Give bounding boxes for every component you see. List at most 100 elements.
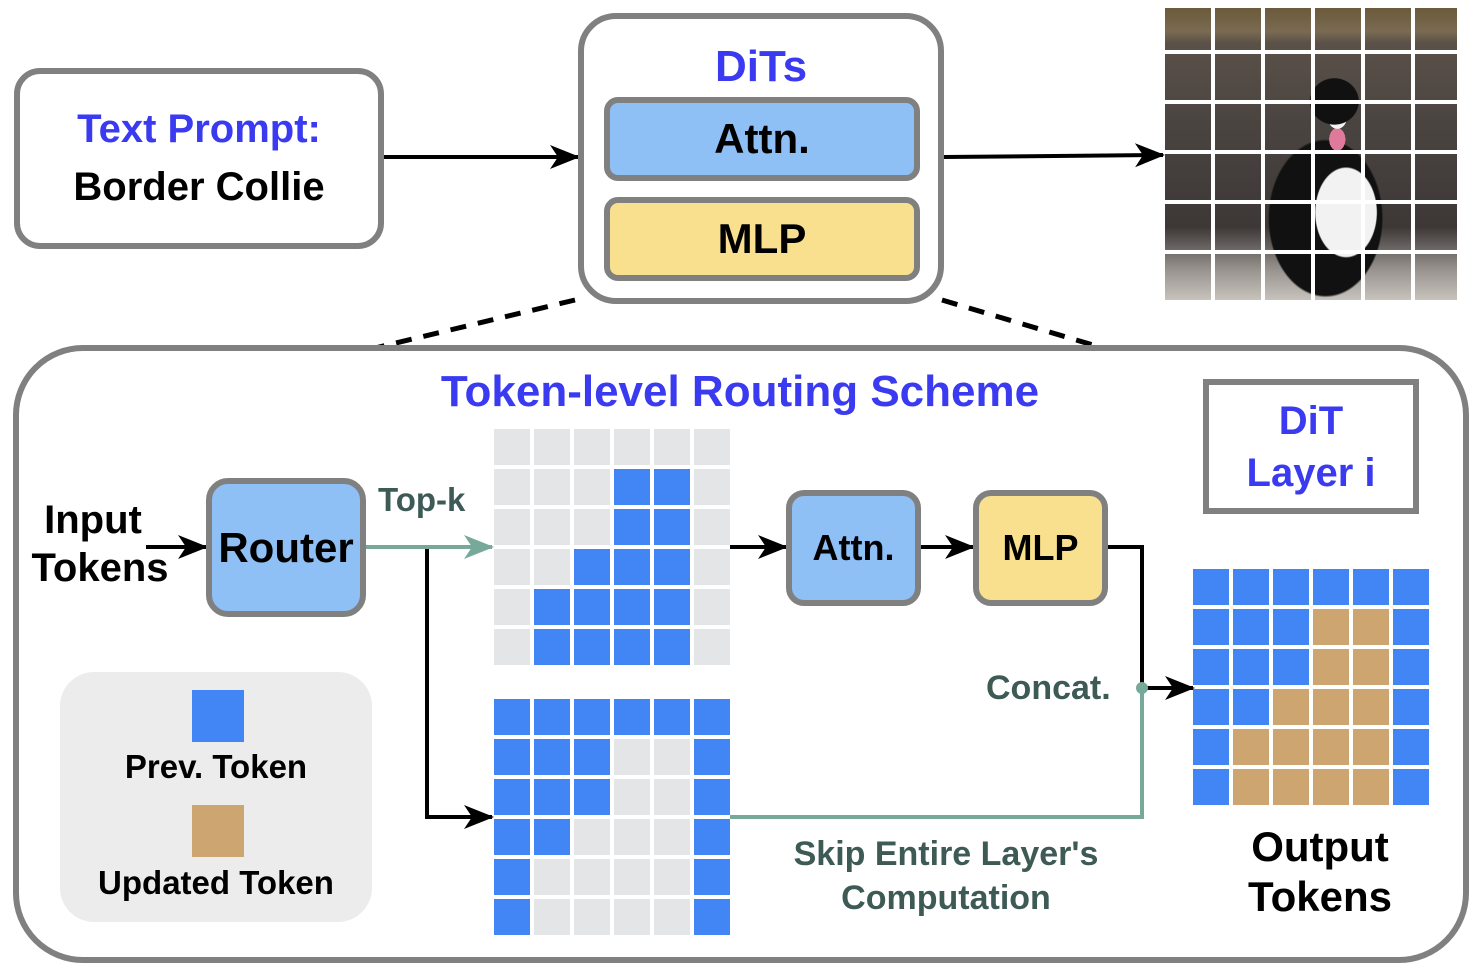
dits-mlp-label: MLP bbox=[717, 215, 807, 262]
prev-token-cell bbox=[1193, 769, 1229, 805]
prev-token-cell bbox=[1393, 569, 1429, 605]
prev-token-cell bbox=[1193, 569, 1229, 605]
dits-mlp-block: MLP bbox=[604, 197, 920, 281]
prev-token-cell bbox=[654, 629, 690, 665]
layer-label-line1: DiT bbox=[1278, 398, 1344, 443]
prev-token-cell bbox=[1193, 689, 1229, 725]
empty-token-cell bbox=[614, 739, 650, 775]
empty-token-cell bbox=[614, 429, 650, 465]
prev-token-cell bbox=[1233, 609, 1269, 645]
empty-token-cell bbox=[654, 899, 690, 935]
prev-token-cell bbox=[694, 699, 730, 735]
text-prompt-box: Text Prompt: Border Collie bbox=[14, 68, 384, 249]
input-line1: Input bbox=[44, 498, 142, 542]
updated-token-cell bbox=[1273, 769, 1309, 805]
concat-label: Concat. bbox=[986, 669, 1111, 707]
topk-label: Top-k bbox=[378, 481, 466, 518]
empty-token-cell bbox=[694, 629, 730, 665]
legend-updated-label: Updated Token bbox=[98, 864, 334, 901]
skip-label: Skip Entire Layer's Computation bbox=[766, 832, 1126, 920]
scheme-title: Token-level Routing Scheme bbox=[440, 367, 1040, 416]
updated-token-cell bbox=[1273, 689, 1309, 725]
updated-token-cell bbox=[1313, 609, 1349, 645]
prev-token-cell bbox=[494, 819, 530, 855]
prev-token-cell bbox=[534, 779, 570, 815]
legend-updated-swatch bbox=[192, 805, 244, 857]
prompt-title: Text Prompt: bbox=[77, 106, 321, 151]
prev-token-cell bbox=[1233, 569, 1269, 605]
prev-token-cell bbox=[1393, 689, 1429, 725]
prev-token-cell bbox=[694, 819, 730, 855]
empty-token-cell bbox=[614, 779, 650, 815]
output-line2: Tokens bbox=[1248, 873, 1392, 920]
legend-prev-swatch bbox=[192, 690, 244, 742]
prev-token-cell bbox=[534, 589, 570, 625]
empty-token-cell bbox=[694, 589, 730, 625]
prev-token-cell bbox=[534, 819, 570, 855]
updated-token-cell bbox=[1313, 729, 1349, 765]
empty-token-cell bbox=[494, 549, 530, 585]
router-block: Router bbox=[206, 478, 366, 617]
selected-tokens-grid bbox=[494, 429, 730, 665]
prev-token-cell bbox=[654, 469, 690, 505]
prev-token-cell bbox=[1193, 729, 1229, 765]
input-tokens-label: Input Tokens bbox=[20, 496, 180, 592]
prev-token-cell bbox=[614, 629, 650, 665]
prev-token-cell bbox=[1193, 609, 1229, 645]
prev-token-cell bbox=[1233, 689, 1269, 725]
prev-token-cell bbox=[494, 859, 530, 895]
empty-token-cell bbox=[494, 429, 530, 465]
skip-line2: Computation bbox=[841, 879, 1051, 917]
routing-scheme-panel bbox=[13, 345, 1469, 963]
dits-attn-label: Attn. bbox=[714, 115, 810, 162]
empty-token-cell bbox=[534, 899, 570, 935]
updated-token-cell bbox=[1353, 649, 1389, 685]
layer-attn-label: Attn. bbox=[812, 527, 895, 568]
prev-token-cell bbox=[574, 779, 610, 815]
legend-prev-label: Prev. Token bbox=[124, 748, 308, 785]
empty-token-cell bbox=[574, 859, 610, 895]
empty-token-cell bbox=[654, 429, 690, 465]
empty-token-cell bbox=[534, 549, 570, 585]
prev-token-cell bbox=[494, 899, 530, 935]
empty-token-cell bbox=[534, 429, 570, 465]
prev-token-cell bbox=[574, 589, 610, 625]
prev-token-cell bbox=[574, 739, 610, 775]
output-line1: Output bbox=[1251, 823, 1389, 870]
layer-label-line2: Layer i bbox=[1246, 450, 1376, 495]
prev-token-cell bbox=[1393, 649, 1429, 685]
empty-token-cell bbox=[494, 589, 530, 625]
router-label: Router bbox=[218, 523, 354, 571]
empty-token-cell bbox=[694, 549, 730, 585]
empty-token-cell bbox=[574, 509, 610, 545]
empty-token-cell bbox=[654, 779, 690, 815]
layer-mlp-block: MLP bbox=[973, 490, 1108, 606]
prev-token-cell bbox=[694, 899, 730, 935]
prev-token-cell bbox=[574, 549, 610, 585]
prev-token-cell bbox=[534, 629, 570, 665]
prev-token-cell bbox=[614, 469, 650, 505]
prev-token-cell bbox=[494, 739, 530, 775]
empty-token-cell bbox=[614, 819, 650, 855]
empty-token-cell bbox=[534, 509, 570, 545]
prev-token-cell bbox=[614, 509, 650, 545]
image-patch-grid bbox=[1165, 8, 1457, 300]
prev-token-cell bbox=[694, 739, 730, 775]
input-line2: Tokens bbox=[31, 546, 169, 590]
prev-token-cell bbox=[694, 859, 730, 895]
updated-token-cell bbox=[1313, 769, 1349, 805]
prev-token-cell bbox=[1393, 769, 1429, 805]
prev-token-cell bbox=[1273, 609, 1309, 645]
prev-token-cell bbox=[494, 779, 530, 815]
prev-token-cell bbox=[1393, 609, 1429, 645]
empty-token-cell bbox=[694, 429, 730, 465]
dits-attn-block: Attn. bbox=[604, 97, 920, 181]
empty-token-cell bbox=[534, 469, 570, 505]
output-tokens-grid bbox=[1193, 569, 1429, 805]
updated-token-cell bbox=[1353, 729, 1389, 765]
updated-token-cell bbox=[1353, 609, 1389, 645]
prev-token-cell bbox=[614, 589, 650, 625]
prev-token-cell bbox=[1273, 569, 1309, 605]
empty-token-cell bbox=[614, 859, 650, 895]
updated-token-cell bbox=[1313, 689, 1349, 725]
